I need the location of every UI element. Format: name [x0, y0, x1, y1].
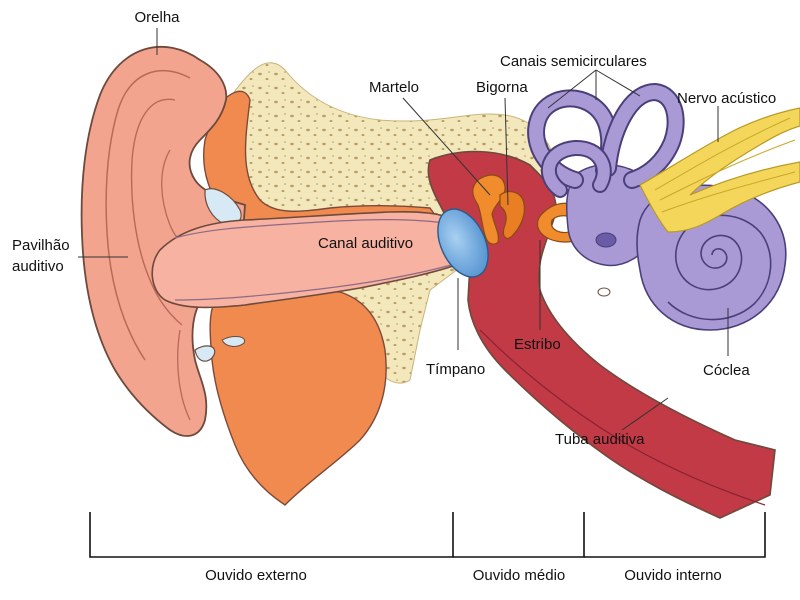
- label-pavilhao-line2: auditivo: [12, 258, 64, 275]
- malleus: [472, 174, 506, 245]
- label-coclea: Cóclea: [703, 362, 750, 379]
- ear-canal: [151, 210, 472, 309]
- semicircular-canal-lateral-fill: [543, 142, 610, 196]
- lobule-fold: [177, 329, 191, 421]
- cochlea-spiral: [667, 214, 772, 321]
- label-canais-semicirculares: Canais semicirculares: [500, 53, 647, 70]
- semicircular-canal-posterior-fill: [601, 84, 683, 187]
- label-tuba-auditiva: Tuba auditiva: [555, 431, 645, 448]
- label-nervo-acustico: Nervo acústico: [677, 90, 776, 107]
- label-martelo: Martelo: [369, 79, 419, 96]
- leader-canais-1: [547, 69, 597, 109]
- bracket-ouvido-externo: [89, 512, 454, 558]
- label-orelha: Orelha: [134, 9, 180, 26]
- bracket-ouvido-medio: [453, 512, 585, 558]
- section-ouvido-externo: Ouvido externo: [205, 567, 307, 584]
- label-timpano: Tímpano: [426, 361, 485, 378]
- eustachian-tube-wall: [479, 329, 766, 506]
- acoustic-nerve-fibers: [654, 117, 796, 213]
- leader-bigorna: [504, 97, 509, 206]
- leader-martelo: [402, 97, 491, 196]
- lower-soft-tissue: [209, 289, 387, 506]
- label-bigorna: Bigorna: [476, 79, 528, 96]
- helix-fold: [105, 70, 191, 361]
- label-pavilhao-line1: Pavilhão: [12, 237, 70, 254]
- eardrum: [437, 208, 489, 278]
- ear-canal-inner-line-top: [174, 219, 451, 239]
- leader-canais-3: [595, 69, 641, 97]
- leader-tuba: [621, 397, 669, 431]
- oval-window: [595, 232, 617, 248]
- cartilage-lumen-lower: [194, 345, 216, 362]
- pinna: [80, 45, 246, 437]
- label-estribo: Estribo: [514, 336, 561, 353]
- ear-canal-inner-line-bottom: [174, 261, 463, 301]
- cartilage-lumen-lower-2: [221, 335, 246, 347]
- section-ouvido-interno: Ouvido interno: [624, 567, 722, 584]
- round-window: [597, 287, 611, 297]
- bracket-ouvido-interno: [584, 512, 766, 558]
- section-ouvido-medio: Ouvido médio: [473, 567, 566, 584]
- acoustic-nerve: [639, 107, 800, 233]
- label-canal-auditivo: Canal auditivo: [318, 235, 413, 252]
- antihelix-fold: [130, 98, 183, 326]
- incus: [499, 191, 525, 240]
